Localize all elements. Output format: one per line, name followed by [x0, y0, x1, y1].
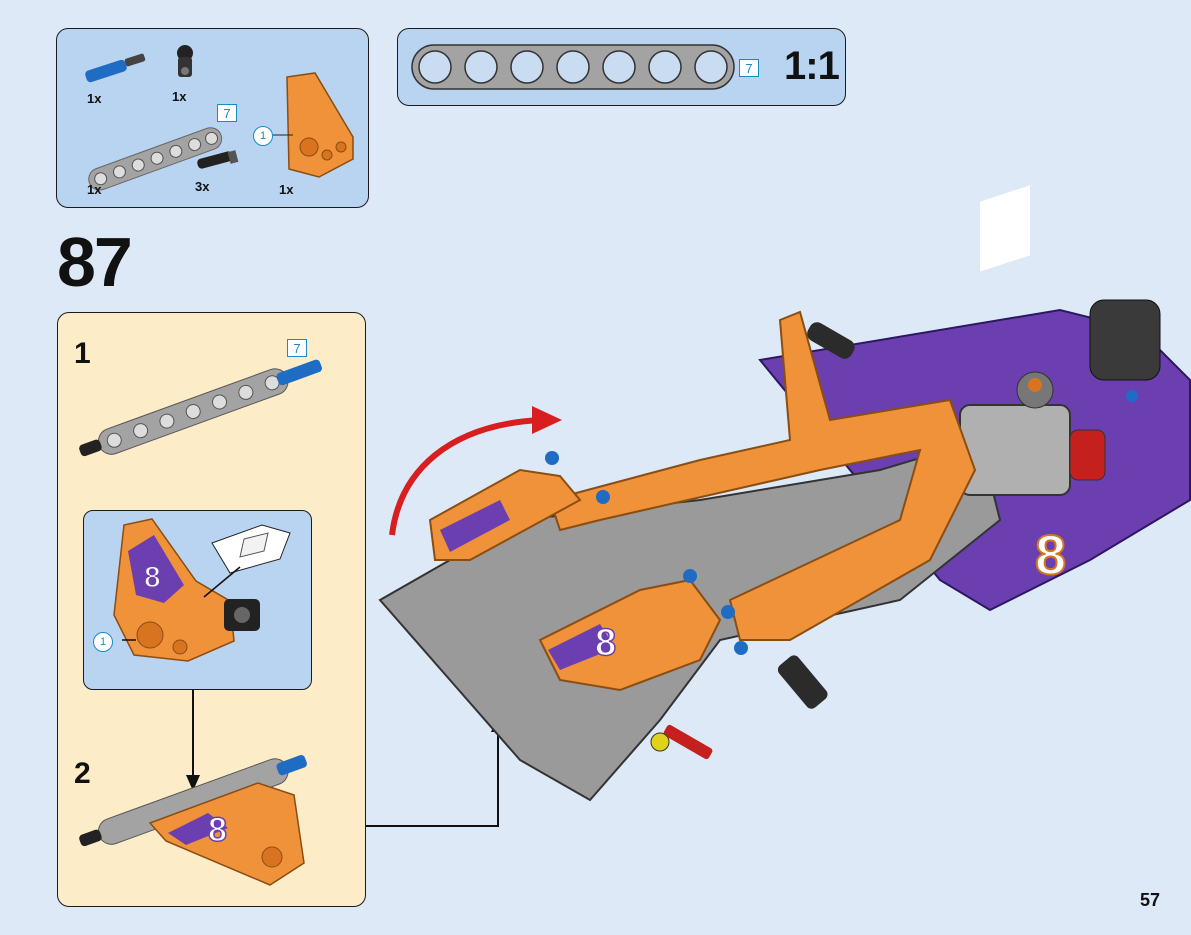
substep-1-liftarm-icon: [79, 359, 322, 457]
engine-icon: [959, 404, 1071, 496]
attach-arrow: [366, 728, 499, 827]
svg-text:8: 8: [595, 622, 616, 664]
callout-sticker-ref-marker: 1: [93, 632, 113, 652]
substep-1-length-indicator: 7: [287, 339, 307, 357]
step-number: 87: [57, 223, 133, 301]
substep-2-number: 2: [74, 757, 91, 790]
number-decal-icon: 8: [1035, 523, 1066, 586]
scale-label: 1:1: [784, 44, 840, 88]
qty-orange-panel: 1x: [279, 182, 294, 197]
substep-1-number: 1: [74, 337, 91, 370]
parts-illustration: [85, 45, 354, 191]
sticker-callout-illustration: 8: [113, 518, 291, 662]
svg-text:8: 8: [208, 811, 227, 849]
qty-black-pin-connector: 1x: [172, 89, 187, 104]
scale-liftarm-icon: [411, 44, 735, 90]
substep-2-assembly-icon: 8: [79, 755, 307, 886]
page-number: 57: [1140, 890, 1161, 910]
black-pin-icon: [197, 150, 239, 169]
sticker-sheet-icon: [203, 524, 291, 598]
rotate-arrow-icon: [389, 417, 541, 536]
scale-guide-panel: 7: [397, 28, 846, 106]
qty-gray-liftarm: 1x: [87, 182, 102, 197]
gray-liftarm-icon: [88, 127, 223, 191]
substep-illustration: 8: [79, 359, 322, 886]
checkered-flag-icon: [980, 185, 1030, 272]
sticker-callout-panel: 8 1: [83, 510, 312, 690]
length-indicator: 7: [217, 104, 237, 122]
orange-panel-icon: [273, 72, 354, 178]
svg-text:8: 8: [144, 561, 161, 594]
qty-blue-axle-pin: 1x: [87, 91, 102, 106]
blue-axle-pin-icon: [85, 53, 146, 83]
qty-black-pin: 3x: [195, 179, 210, 194]
scale-length-indicator: 7: [739, 59, 759, 77]
black-pin-connector-icon: [177, 45, 193, 77]
parts-list-panel: 1x 1x 7 1x 3x 1 1x: [56, 28, 369, 208]
sticker-ref-marker: 1: [253, 126, 273, 146]
